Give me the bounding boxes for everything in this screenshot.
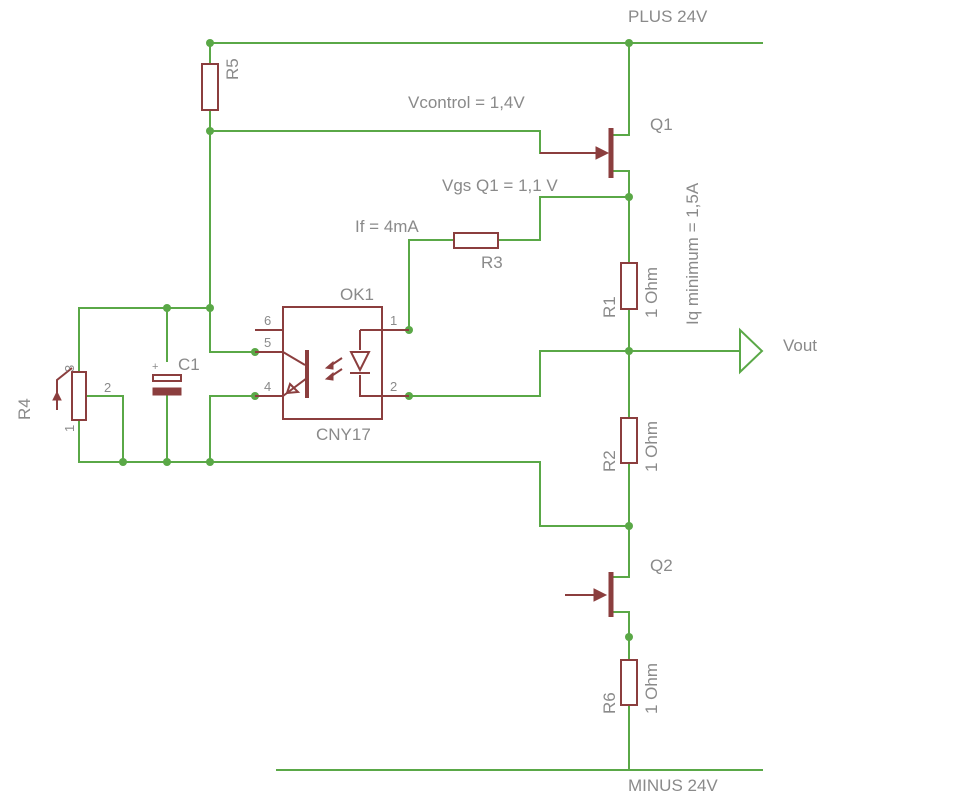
junction-dot xyxy=(625,39,633,47)
ok1-pin-5: 5 xyxy=(264,335,271,350)
junction-dot xyxy=(206,127,214,135)
if-annotation: If = 4mA xyxy=(355,217,419,236)
wire xyxy=(209,131,283,353)
transistor-q2-symbol xyxy=(593,572,614,617)
r4-pin-3: 3 xyxy=(62,365,77,372)
iq-annotation: Iq minimum = 1,5A xyxy=(683,182,702,325)
light-arrowhead xyxy=(324,371,334,381)
potentiometer-adjust-arrow xyxy=(56,367,73,410)
light-arrowhead xyxy=(324,360,334,370)
phototransistor xyxy=(282,351,306,366)
r1-value-label: 1 Ohm xyxy=(642,267,661,318)
junction-dot xyxy=(119,458,127,466)
wire xyxy=(498,196,629,241)
wire xyxy=(210,130,596,154)
r1-label: R1 xyxy=(600,296,619,318)
plus-rail-label: PLUS 24V xyxy=(628,7,708,26)
r6-label: R6 xyxy=(600,692,619,714)
optocoupler-body xyxy=(282,306,383,420)
ok1-pin-4: 4 xyxy=(264,379,271,394)
vout-arrow xyxy=(739,327,764,375)
capacitor-c1-symbol xyxy=(152,374,182,396)
junction-dot xyxy=(625,633,633,641)
ok1-pin-2: 2 xyxy=(390,379,397,394)
wire xyxy=(612,170,630,263)
vout-label: Vout xyxy=(783,336,817,355)
c1-label: C1 xyxy=(178,355,200,374)
q1-gate-arrow xyxy=(595,146,610,160)
r2-value-label: 1 Ohm xyxy=(642,421,661,472)
r5-label: R5 xyxy=(223,58,242,80)
ok1-label: OK1 xyxy=(340,285,374,304)
r2-label: R2 xyxy=(600,450,619,472)
junctions xyxy=(119,39,633,641)
ok1-pin-6: 6 xyxy=(264,313,271,328)
adjust-arrowhead xyxy=(52,390,62,401)
resistor-r3-symbol xyxy=(453,232,499,249)
junction-dot xyxy=(625,347,633,355)
led-triangle xyxy=(349,351,371,373)
minus-rail-label: MINUS 24V xyxy=(628,776,718,795)
wire xyxy=(78,420,629,527)
r4-pin-1: 1 xyxy=(62,425,77,432)
resistor-r5-symbol xyxy=(201,63,219,111)
junction-dot xyxy=(625,522,633,530)
potentiometer-body xyxy=(71,371,87,421)
potentiometer-r4-symbol xyxy=(52,367,87,421)
wire xyxy=(86,395,124,462)
ok1-part-label: CNY17 xyxy=(316,425,371,444)
r6-value-label: 1 Ohm xyxy=(642,663,661,714)
vgs-annotation: Vgs Q1 = 1,1 V xyxy=(442,176,558,195)
capacitor-plate-bottom xyxy=(152,387,182,396)
q1-label: Q1 xyxy=(650,115,673,134)
wire xyxy=(382,350,629,397)
wire xyxy=(612,611,630,660)
junction-dot xyxy=(206,458,214,466)
resistor-r6-symbol xyxy=(620,659,638,706)
c1-polarity-label: + xyxy=(152,361,158,373)
junction-dot xyxy=(206,39,214,47)
q2-gate-arrow xyxy=(593,588,608,602)
junction-dot xyxy=(206,304,214,312)
led-wire-bottom xyxy=(359,375,382,397)
q2-label: Q2 xyxy=(650,556,673,575)
resistor-r2-symbol xyxy=(620,417,638,464)
resistor-r1-symbol xyxy=(620,262,638,310)
r4-pin-2: 2 xyxy=(104,380,111,395)
optocoupler-ok1-symbol xyxy=(255,306,409,420)
wire xyxy=(612,43,630,136)
wire xyxy=(612,463,630,578)
junction-dot xyxy=(163,458,171,466)
junction-dot xyxy=(163,304,171,312)
wire xyxy=(209,395,283,462)
wires xyxy=(78,42,763,771)
r4-label: R4 xyxy=(15,398,34,420)
junction-dot xyxy=(625,193,633,201)
ok1-pin-1: 1 xyxy=(390,313,397,328)
r3-label: R3 xyxy=(481,253,503,272)
emitter-arrow xyxy=(285,382,301,395)
transistor-q1-symbol xyxy=(540,128,614,178)
vcontrol-annotation: Vcontrol = 1,4V xyxy=(408,93,525,112)
capacitor-plate-top xyxy=(152,374,182,382)
